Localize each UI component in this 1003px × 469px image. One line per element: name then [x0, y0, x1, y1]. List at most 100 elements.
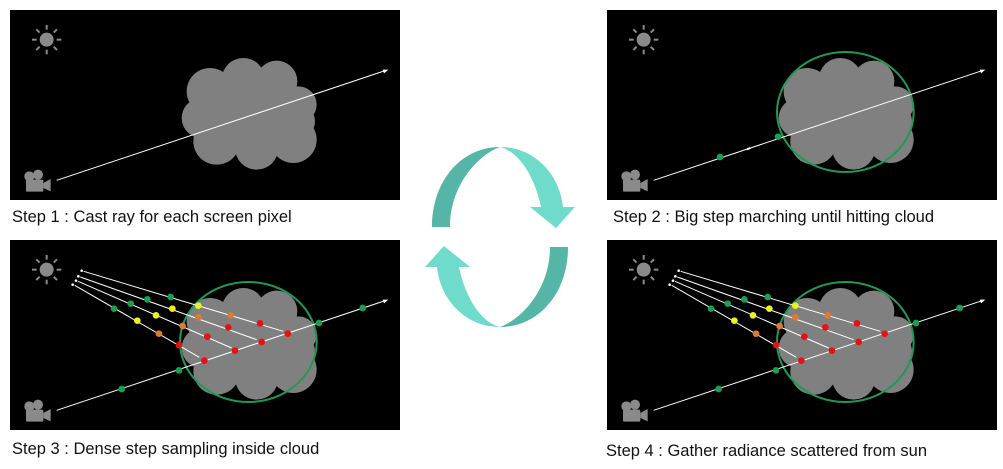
- camera-reel: [33, 169, 43, 180]
- sun-ray: [35, 276, 41, 281]
- sample-point: [175, 367, 183, 374]
- sun-ray: [650, 28, 655, 34]
- sun-ray: [632, 28, 638, 34]
- sample-point: [175, 341, 183, 349]
- sample-point: [881, 330, 888, 337]
- sample-point: [227, 312, 234, 319]
- camera-reel: [630, 399, 640, 410]
- sun-ray: [650, 276, 655, 281]
- sun-ray: [632, 46, 638, 51]
- cloud-puff: [810, 78, 884, 152]
- sun-ray: [53, 46, 58, 51]
- step1-illustration: [24, 25, 389, 192]
- sample-point: [798, 357, 805, 364]
- cloud-puff: [778, 98, 819, 138]
- sample-point: [956, 304, 963, 312]
- cloud-puff: [213, 78, 287, 152]
- camera-body: [26, 409, 44, 422]
- sample-point: [359, 304, 366, 312]
- camera-reel: [33, 399, 43, 410]
- camera-reel: [630, 169, 640, 180]
- sample-point: [828, 347, 836, 354]
- light-ray: [83, 270, 284, 332]
- caption-step3: Step 3 : Dense step sampling inside clou…: [12, 440, 320, 458]
- sample-point: [792, 302, 799, 309]
- sample-point: [201, 357, 208, 364]
- cloud-bounding-ellipse: [775, 51, 915, 173]
- sample-point: [118, 385, 125, 393]
- view-ray: [653, 300, 983, 411]
- sample-point: [284, 330, 291, 337]
- sample-point: [204, 333, 211, 340]
- camera-icon: [24, 399, 51, 422]
- view-ray-arrowhead: [382, 69, 389, 74]
- panel-step3: [10, 240, 400, 430]
- camera-reel: [24, 171, 35, 182]
- sun-icon: [32, 25, 62, 55]
- sun-disc: [636, 32, 651, 47]
- sun-ray: [650, 46, 655, 51]
- sample-point: [195, 302, 202, 309]
- light-ray-arrowhead: [671, 279, 675, 282]
- sample-point: [715, 385, 722, 393]
- panel-step1: [10, 10, 400, 200]
- sample-point: [772, 367, 780, 374]
- sample-point: [731, 317, 738, 324]
- camera-lens: [640, 179, 648, 192]
- camera-body: [26, 179, 44, 192]
- panel-step2: [607, 10, 997, 200]
- light-ray: [680, 270, 881, 332]
- step3-illustration: [24, 255, 389, 422]
- view-ray: [653, 70, 983, 181]
- sample-point: [315, 319, 323, 327]
- sample-point: [256, 320, 264, 327]
- sun-ray: [35, 28, 41, 34]
- view-ray-arrowhead: [382, 299, 389, 304]
- light-ray-arrowhead: [71, 283, 74, 286]
- sample-point: [749, 312, 757, 319]
- sample-point: [912, 319, 920, 327]
- camera-reel: [621, 171, 632, 182]
- top-arrow: [432, 147, 575, 228]
- view-ray: [56, 300, 386, 411]
- sun-ray: [650, 258, 655, 264]
- view-ray-arrowhead: [979, 299, 986, 304]
- step4-illustration: [621, 255, 986, 422]
- sample-point: [724, 300, 731, 307]
- sample-point: [258, 338, 265, 346]
- cloud-puff: [875, 103, 912, 140]
- sample-point: [752, 330, 760, 337]
- light-ray-arrowhead: [677, 269, 680, 272]
- camera-reel: [621, 401, 632, 412]
- camera-lens: [640, 409, 648, 422]
- camera-reel: [24, 401, 35, 412]
- cloud-puff: [278, 103, 315, 140]
- light-ray-arrowhead: [80, 269, 83, 272]
- sample-point: [824, 312, 831, 319]
- sample-point: [855, 338, 862, 346]
- sample-point: [167, 293, 174, 301]
- sample-point: [766, 305, 773, 312]
- sample-point: [792, 314, 799, 321]
- sun-icon: [629, 255, 659, 285]
- sun-disc: [39, 262, 54, 277]
- sample-point: [707, 305, 715, 312]
- sun-ray: [632, 258, 638, 264]
- sun-icon: [32, 255, 62, 285]
- cloud-puff: [778, 328, 819, 368]
- sample-point: [231, 347, 239, 354]
- sample-point: [155, 330, 163, 337]
- camera-icon: [621, 399, 648, 422]
- sun-ray: [35, 46, 41, 51]
- sample-point: [774, 133, 782, 140]
- panel-step4: [607, 240, 997, 430]
- sample-point: [772, 341, 780, 349]
- cloud-puff: [181, 98, 222, 138]
- light-ray-arrowhead: [674, 275, 677, 278]
- step2-illustration: [621, 25, 986, 192]
- sample-point: [741, 296, 748, 303]
- sun-ray: [53, 28, 58, 34]
- caption-step4: Step 4 : Gather radiance scattered from …: [606, 442, 928, 460]
- step-mark: [746, 147, 751, 151]
- view-ray-arrowhead: [979, 69, 986, 74]
